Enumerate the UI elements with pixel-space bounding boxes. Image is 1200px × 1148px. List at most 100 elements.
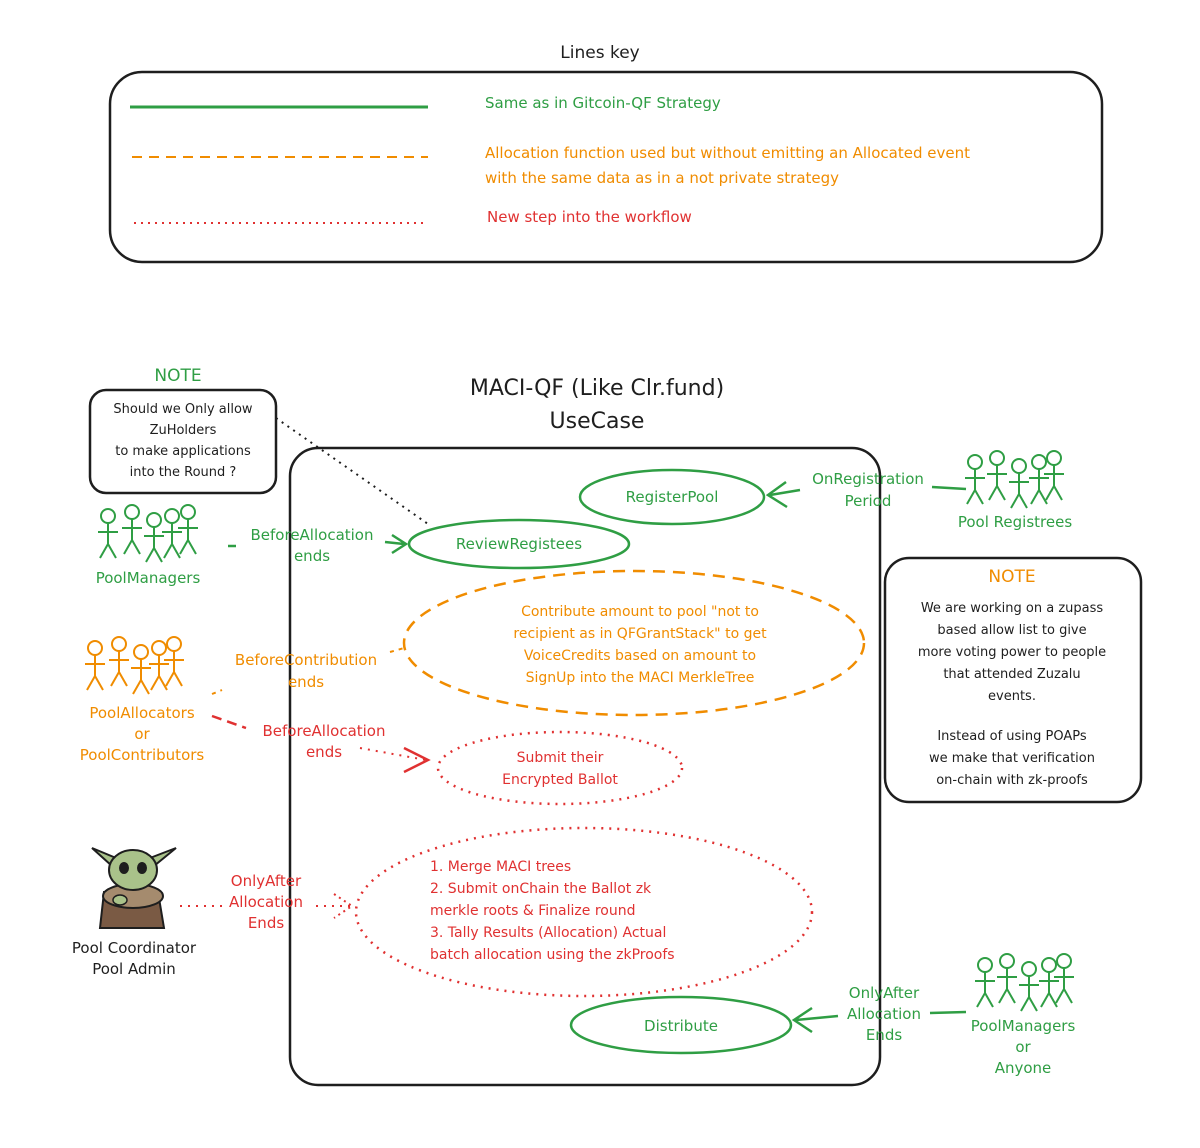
pool-managers-stick-figures (97, 504, 199, 563)
pool-managers-label: PoolManagers (96, 569, 201, 587)
note-right-line-7: we make that verification (929, 751, 1095, 766)
submit-ballot-line-2: Encrypted Ballot (502, 772, 618, 788)
finalize-line-2: 2. Submit onChain the Ballot zk (430, 881, 652, 897)
key-dashed-label-1: Allocation function used but without emi… (485, 144, 970, 162)
edge-only-after-green-line-b (795, 1014, 839, 1022)
coordinator-label-2: Pool Admin (92, 960, 176, 978)
pool-allocators-label-1: PoolAllocators (89, 704, 194, 722)
key-dashed-label-2: with the same data as in a not private s… (485, 169, 839, 187)
lines-key-title: Lines key (560, 43, 639, 63)
finalize-ellipse (354, 826, 814, 998)
distributors-label-1: PoolManagers (971, 1017, 1076, 1035)
actor-pool-allocators: PoolAllocators or PoolContributors (80, 636, 205, 764)
actor-pool-registrees: Pool Registrees (958, 450, 1072, 531)
system-boundary (288, 446, 882, 1087)
distributors-label-2: or (1015, 1038, 1031, 1056)
distributors-label-3: Anyone (995, 1059, 1052, 1077)
register-pool-ellipse (578, 468, 766, 526)
note-left: NOTE Should we Only allow ZuHolders to m… (88, 366, 429, 525)
key-dotted-label: New step into the workflow (487, 208, 692, 226)
pool-allocators-label-2: or (134, 725, 150, 743)
edge-on-registration-label-2: Period (845, 492, 892, 510)
note-right-box (883, 556, 1143, 804)
distribute-ellipse (569, 995, 793, 1055)
pool-allocators-label-3: PoolContributors (80, 746, 205, 764)
use-case-finalize: 1. Merge MACI trees 2. Submit onChain th… (354, 826, 814, 998)
edge-before-allocation-red-label-1: BeforeAllocation (263, 722, 386, 740)
edge-before-allocation-green-line-b (384, 540, 405, 546)
edge-only-after-red-label-3: Ends (248, 914, 285, 932)
actor-distributors: PoolManagers or Anyone (971, 953, 1076, 1077)
edge-only-after-red: OnlyAfter Allocation Ends (180, 872, 354, 932)
coordinator-character-icon (91, 847, 177, 929)
contribute-line-1: Contribute amount to pool "not to (521, 604, 759, 620)
pool-allocators-stick-figures (84, 636, 185, 695)
edge-before-allocation-red-line-a (211, 714, 247, 730)
edge-before-contribution-line-a (211, 689, 223, 695)
pool-registrees-stick-figures (964, 450, 1065, 509)
edge-before-contribution-label-2: ends (288, 673, 324, 691)
edge-on-registration-arrowhead (765, 480, 788, 509)
note-left-line-1: Should we Only allow (113, 402, 252, 417)
edge-before-allocation-green: BeforeAllocation ends (228, 526, 409, 565)
note-right-line-2: based allow list to give (937, 623, 1086, 638)
diagram-title: MACI-QF (Like Clr.fund) (470, 376, 724, 401)
note-right-heading: NOTE (988, 567, 1035, 587)
actor-pool-coordinator: Pool Coordinator Pool Admin (72, 847, 197, 978)
edge-only-after-green-label-1: OnlyAfter (849, 984, 920, 1002)
key-solid-label: Same as in Gitcoin-QF Strategy (485, 94, 721, 112)
note-right-line-4: that attended Zuzalu (943, 667, 1080, 682)
note-right-line-6: Instead of using POAPs (937, 729, 1087, 744)
edge-on-registration-line-b (769, 488, 801, 497)
distributors-stick-figures (974, 953, 1075, 1012)
edge-before-allocation-red-label-2: ends (306, 743, 342, 761)
finalize-line-1: 1. Merge MACI trees (430, 859, 571, 875)
submit-ballot-line-1: Submit their (517, 750, 604, 766)
use-case-contribute: Contribute amount to pool "not to recipi… (402, 569, 866, 717)
edge-only-after-green-label-3: Ends (866, 1026, 903, 1044)
use-case-review-registees: ReviewRegistees (407, 518, 631, 570)
finalize-line-5: batch allocation using the zkProofs (430, 947, 675, 963)
finalize-line-3: merkle roots & Finalize round (430, 903, 635, 919)
actor-pool-managers: PoolManagers (96, 504, 201, 587)
note-right-line-8: on-chain with zk-proofs (936, 773, 1088, 788)
edge-before-contribution-label-1: BeforeContribution (235, 651, 377, 669)
edge-only-after-red-arrowhead (333, 893, 354, 919)
edge-before-allocation-red-arrowhead (403, 746, 431, 774)
finalize-line-4: 3. Tally Results (Allocation) Actual (430, 925, 666, 941)
pool-registrees-label: Pool Registrees (958, 513, 1072, 531)
edge-only-after-green-label-2: Allocation (847, 1005, 921, 1023)
note-left-line-3: to make applications (115, 444, 251, 459)
note-right: NOTE We are working on a zupass based al… (883, 556, 1143, 804)
review-registees-label: ReviewRegistees (456, 535, 582, 553)
note-right-line-1: We are working on a zupass (921, 601, 1104, 616)
contribute-line-4: SignUp into the MACI MerkleTree (526, 670, 755, 686)
note-left-connector (275, 417, 429, 525)
lines-key: Lines key Same as in Gitcoin-QF Strategy… (108, 43, 1104, 264)
use-case-register-pool: RegisterPool (578, 468, 766, 526)
note-left-line-4: into the Round ? (130, 465, 237, 480)
edge-on-registration-label-1: OnRegistration (812, 470, 924, 488)
register-pool-label: RegisterPool (626, 488, 719, 506)
contribute-line-2: recipient as in QFGrantStack" to get (513, 626, 767, 642)
lines-key-box (108, 70, 1104, 264)
use-case-submit-ballot: Submit their Encrypted Ballot (436, 730, 684, 806)
edge-only-after-green-arrowhead (791, 1006, 813, 1034)
edge-only-after-red-label-2: Allocation (229, 893, 303, 911)
use-case-distribute: Distribute (569, 995, 793, 1055)
note-left-heading: NOTE (154, 366, 201, 386)
note-left-line-2: ZuHolders (150, 423, 217, 438)
distribute-label: Distribute (644, 1017, 718, 1035)
note-right-line-3: more voting power to people (918, 645, 1106, 660)
edge-before-allocation-green-arrowhead (391, 533, 409, 555)
contribute-line-3: VoiceCredits based on amount to (524, 648, 756, 664)
edge-only-after-green-line-a (929, 1010, 967, 1015)
edge-only-after-red-label-1: OnlyAfter (231, 872, 302, 890)
contribute-ellipse (402, 569, 866, 717)
edge-before-allocation-green-label-2: ends (294, 547, 330, 565)
edge-on-registration: OnRegistration Period (765, 470, 967, 510)
coordinator-label-1: Pool Coordinator (72, 939, 197, 957)
note-right-line-5: events. (988, 689, 1036, 704)
edge-only-after-green: OnlyAfter Allocation Ends (791, 984, 967, 1044)
submit-ballot-ellipse (436, 730, 684, 806)
